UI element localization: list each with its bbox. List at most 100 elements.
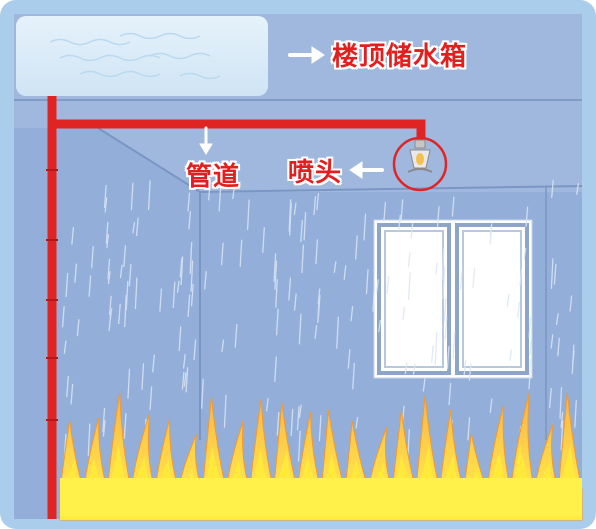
water-drop	[127, 368, 131, 399]
water-drop	[104, 197, 108, 213]
water-drop	[489, 398, 493, 414]
water-drop	[431, 345, 434, 363]
water-drop	[239, 239, 243, 268]
red-pipe	[47, 96, 426, 519]
water-drop	[347, 348, 351, 369]
water-drop	[190, 260, 194, 292]
water-drop	[274, 260, 278, 290]
water-drop	[528, 358, 532, 390]
water-drop	[102, 407, 106, 433]
water-drop	[352, 362, 355, 390]
water-drop	[118, 303, 121, 325]
tank-water-waves	[49, 32, 221, 80]
water-drop	[560, 411, 564, 428]
water-drop	[410, 223, 414, 239]
water-drop	[459, 270, 463, 290]
water-drop	[506, 294, 510, 308]
water-drop	[103, 184, 107, 208]
ceiling-back-edge	[199, 185, 583, 193]
water-drop	[265, 398, 269, 412]
water-drop	[273, 253, 277, 282]
water-drop	[221, 339, 225, 353]
water-drop	[550, 334, 554, 349]
water-drop	[88, 275, 92, 297]
water-drop	[290, 408, 294, 436]
water-drop	[109, 307, 113, 320]
water-drop	[298, 404, 302, 419]
water-drop	[190, 283, 194, 307]
water-drop	[135, 217, 139, 237]
water-drop	[183, 372, 187, 387]
water-drop	[571, 350, 575, 366]
water-drop	[187, 192, 191, 212]
water-drop	[124, 294, 127, 328]
water-drop	[528, 316, 532, 338]
water-drop	[119, 264, 123, 279]
water-drop	[180, 256, 184, 286]
water-drop	[176, 280, 180, 293]
water-drop	[66, 375, 69, 398]
window	[373, 219, 533, 379]
water-drop	[350, 306, 354, 322]
water-drop	[61, 306, 65, 328]
water-drop	[275, 308, 279, 336]
water-drop	[218, 187, 222, 212]
water-drop	[386, 275, 390, 294]
water-drop	[220, 242, 224, 266]
water-drop	[106, 234, 110, 249]
water-drop	[549, 388, 552, 409]
water-drop	[147, 180, 151, 210]
water-drop	[300, 220, 303, 242]
roof-water-tank	[16, 16, 268, 96]
water-drop	[234, 324, 238, 348]
sprinkler-label: 喷头	[288, 158, 343, 188]
water-drop	[435, 262, 438, 275]
water-drop	[246, 199, 250, 231]
water-drop	[436, 206, 440, 228]
arrow-icon	[199, 126, 213, 155]
water-drop	[105, 221, 109, 244]
water-drop	[407, 252, 411, 268]
water-drop	[509, 349, 513, 361]
water-drop	[65, 272, 69, 298]
water-drop	[187, 294, 191, 318]
water-drop	[317, 288, 321, 305]
water-drop	[107, 258, 111, 280]
water-drop	[275, 279, 278, 308]
water-drop	[296, 406, 300, 431]
fire-base	[60, 478, 582, 516]
pipe-label: 管道	[186, 162, 241, 192]
water-drop	[314, 325, 318, 339]
water-drop	[303, 211, 307, 241]
water-drop	[355, 416, 359, 429]
water-drop	[372, 283, 376, 312]
water-drop	[452, 330, 456, 360]
water-drop	[448, 382, 452, 406]
water-drop	[63, 340, 67, 354]
water-drop	[519, 268, 523, 286]
water-drop	[463, 359, 467, 376]
water-drop	[316, 192, 320, 211]
water-drop	[523, 248, 527, 260]
water-drop	[185, 367, 189, 393]
water-drop	[179, 257, 183, 278]
water-drop	[172, 281, 176, 309]
water-drop	[443, 297, 447, 322]
water-drop	[407, 272, 411, 300]
fire	[59, 391, 583, 521]
water-drop	[288, 198, 292, 232]
water-drop	[107, 271, 111, 285]
water-drop	[201, 378, 204, 409]
water-drop	[441, 248, 445, 282]
sprinkler-head	[392, 136, 448, 192]
water-drop	[553, 263, 557, 285]
water-drop	[223, 394, 227, 428]
water-drop	[560, 420, 564, 451]
water-drop	[318, 415, 322, 442]
water-drop	[74, 263, 78, 283]
water-drop	[134, 277, 138, 310]
water-drop	[400, 199, 404, 222]
roof-water-tank-label: 楼顶储水箱	[332, 42, 468, 72]
water-drop	[125, 280, 129, 311]
water-drop	[159, 288, 163, 312]
